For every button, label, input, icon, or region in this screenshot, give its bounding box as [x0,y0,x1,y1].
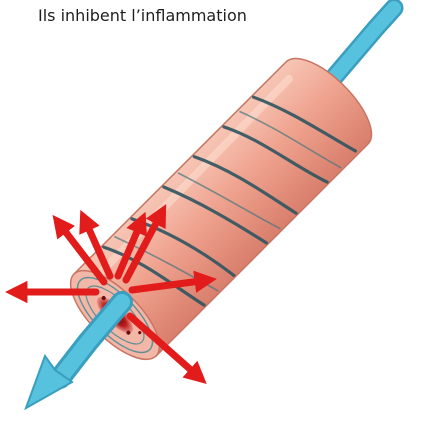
nerve-fiber-lower [26,302,122,408]
